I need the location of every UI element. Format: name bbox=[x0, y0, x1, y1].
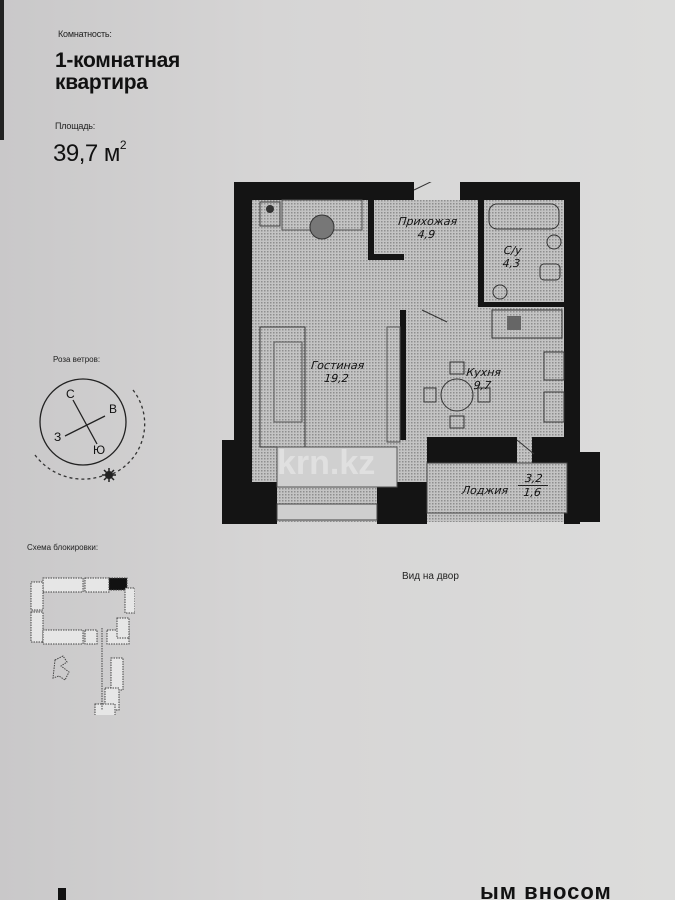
dir-east: В bbox=[109, 402, 118, 416]
wind-rose-title: Роза ветров: bbox=[53, 355, 101, 364]
rooms-count-label: Комнатность: bbox=[58, 29, 112, 39]
page-edge bbox=[0, 0, 4, 140]
block-scheme-diagram bbox=[25, 570, 136, 720]
dir-west: З bbox=[54, 430, 62, 444]
title-line-2: квартира bbox=[55, 71, 148, 94]
block-scheme-title: Схема блокировки: bbox=[27, 543, 99, 552]
dir-north: С bbox=[66, 387, 75, 401]
title-line-1: 1-комнатная bbox=[55, 49, 180, 72]
wind-rose: С В З Ю bbox=[25, 370, 155, 505]
apartment-type-title: 1-комнатная квартира bbox=[55, 50, 180, 94]
room-loggia-name: Лоджия bbox=[461, 484, 509, 497]
view-label: Вид на двор bbox=[402, 571, 459, 582]
footer-partial-text: ым вносом bbox=[480, 879, 612, 900]
svg-text:krn.kz: krn.kz bbox=[277, 444, 375, 482]
area-label: Площадь: bbox=[55, 121, 96, 131]
sun-icon bbox=[102, 468, 116, 482]
dir-south: Ю bbox=[93, 443, 106, 457]
footer-fragment-mark bbox=[58, 888, 66, 900]
area-value: 39,7 м2 bbox=[53, 138, 127, 167]
